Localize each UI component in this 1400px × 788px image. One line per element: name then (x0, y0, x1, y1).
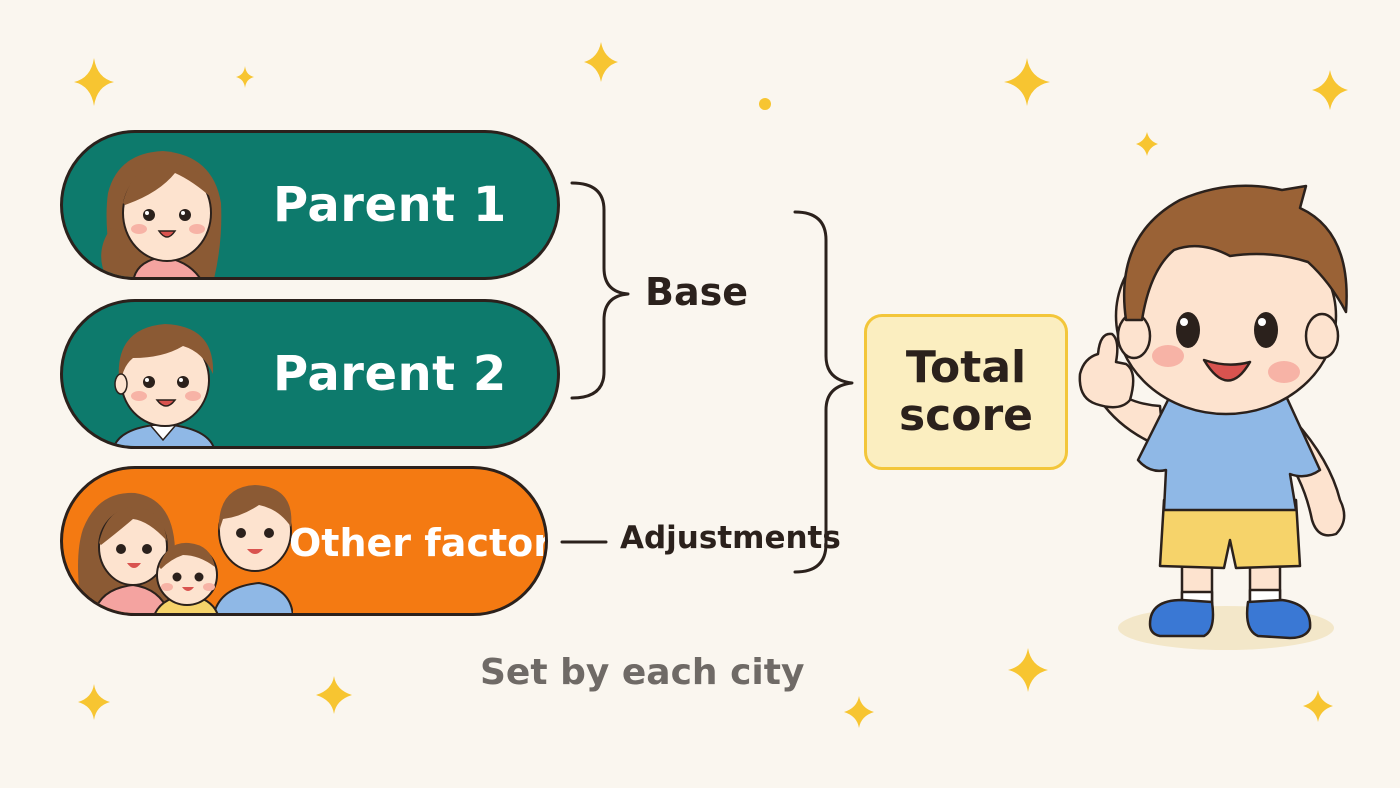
sparkle-icon (1136, 132, 1158, 156)
base-label: Base (645, 270, 748, 314)
sparkle-icon (1008, 648, 1048, 692)
parent-1-pill: Parent 1 (60, 130, 560, 280)
adjustments-label: Adjustments (620, 520, 841, 556)
sparkle-icon (74, 58, 114, 106)
other-factors-pill: Other factors (60, 466, 548, 616)
parent-2-pill: Parent 2 (60, 299, 560, 449)
sparkle-icon (236, 66, 254, 88)
footnote: Set by each city (480, 652, 805, 693)
sparkle-icon (1312, 70, 1348, 110)
family-avatar-icon (78, 485, 293, 613)
sparkle-icon (584, 42, 618, 82)
sparkle-icon (1303, 690, 1333, 722)
child-thumbs-up-icon (1078, 184, 1348, 650)
sparkle-icon (316, 676, 352, 714)
sparkle-icon (78, 684, 110, 720)
father-avatar-icon (113, 324, 215, 446)
parent-2-label: Parent 2 (273, 346, 507, 402)
mother-avatar-icon (101, 151, 222, 277)
base-bracket (570, 181, 630, 400)
other-factors-label: Other factors (289, 521, 548, 565)
sparkle-icon (1004, 58, 1050, 106)
parent-1-label: Parent 1 (273, 177, 507, 233)
total-bracket (793, 210, 854, 574)
sparkle-icon (844, 696, 874, 728)
sparkle-dot-icon (759, 98, 771, 110)
sparkle-decorations (74, 42, 1348, 728)
total-score-line-2: score (898, 390, 1034, 441)
total-score-box: Total score (864, 314, 1068, 470)
total-score-line-1: Total (905, 342, 1027, 393)
